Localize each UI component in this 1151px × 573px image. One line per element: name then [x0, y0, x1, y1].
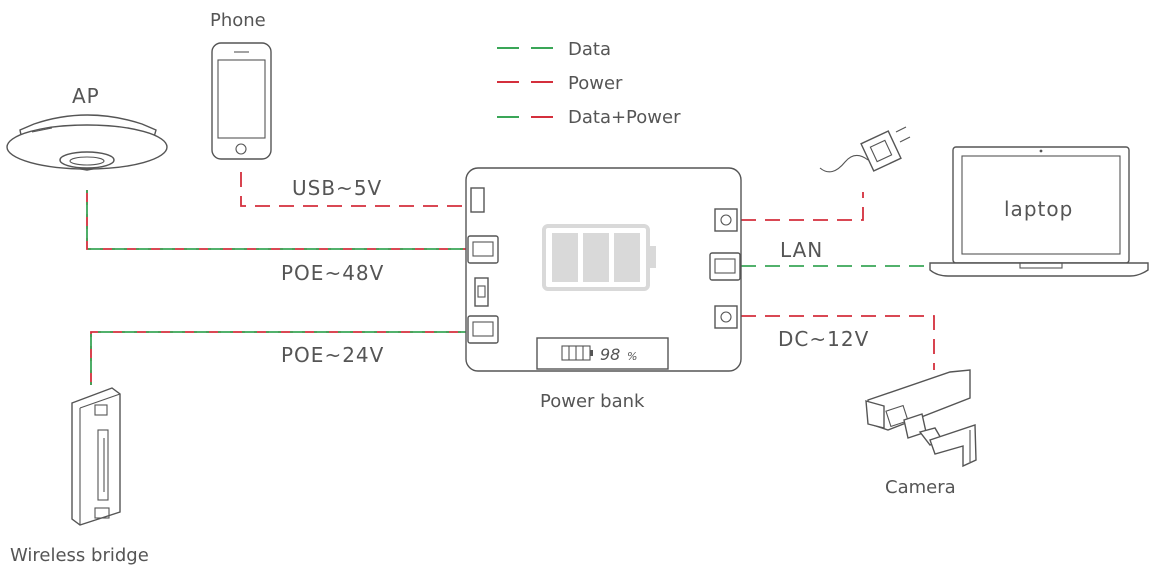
- wireless-bridge-icon: [71, 387, 121, 526]
- adapter-power-line: [741, 192, 864, 221]
- phone-icon: [211, 42, 272, 160]
- usb-power-line: [240, 172, 466, 207]
- dc12-link-label: DC~12V: [778, 327, 869, 351]
- dc-out-port-icon: [714, 305, 738, 329]
- legend-power-label: Power: [568, 73, 623, 94]
- access-point-icon: [6, 114, 168, 171]
- wireless-bridge-label: Wireless bridge: [10, 545, 149, 566]
- camera-icon: [865, 369, 977, 468]
- legend: Data Power Data+Power: [497, 39, 681, 128]
- battery-percent-unit: %: [627, 350, 637, 363]
- dc12-power-line: [741, 315, 935, 370]
- poe24-line-red: [90, 331, 466, 385]
- connection-lines: [86, 172, 935, 385]
- power-bank-label: Power bank: [540, 391, 645, 412]
- power-bank-icon: 98 %: [465, 167, 742, 372]
- usb-port-icon: [470, 187, 485, 213]
- ap-label: AP: [72, 84, 100, 108]
- poe24-link-label: POE~24V: [281, 343, 384, 367]
- poe48-line-red: [86, 190, 466, 250]
- battery-percent: 98: [600, 345, 620, 364]
- phone-label: Phone: [210, 10, 266, 31]
- laptop-label: laptop: [1004, 197, 1073, 221]
- poe48-link-label: POE~48V: [281, 261, 384, 285]
- camera-label: Camera: [885, 477, 956, 498]
- legend-data-power-label: Data+Power: [568, 107, 681, 128]
- switch-icon: [474, 277, 489, 307]
- battery-display: [536, 337, 669, 370]
- poe24-line-green: [90, 331, 466, 385]
- power-adapter-icon: [819, 126, 911, 173]
- legend-data-label: Data: [568, 39, 611, 60]
- poe48-line-green: [86, 190, 466, 250]
- dc-in-port-icon: [714, 208, 738, 232]
- lan-link-label: LAN: [780, 238, 823, 262]
- battery-icon: [542, 224, 656, 291]
- laptop-icon: [929, 146, 1149, 277]
- usb-link-label: USB~5V: [292, 176, 382, 200]
